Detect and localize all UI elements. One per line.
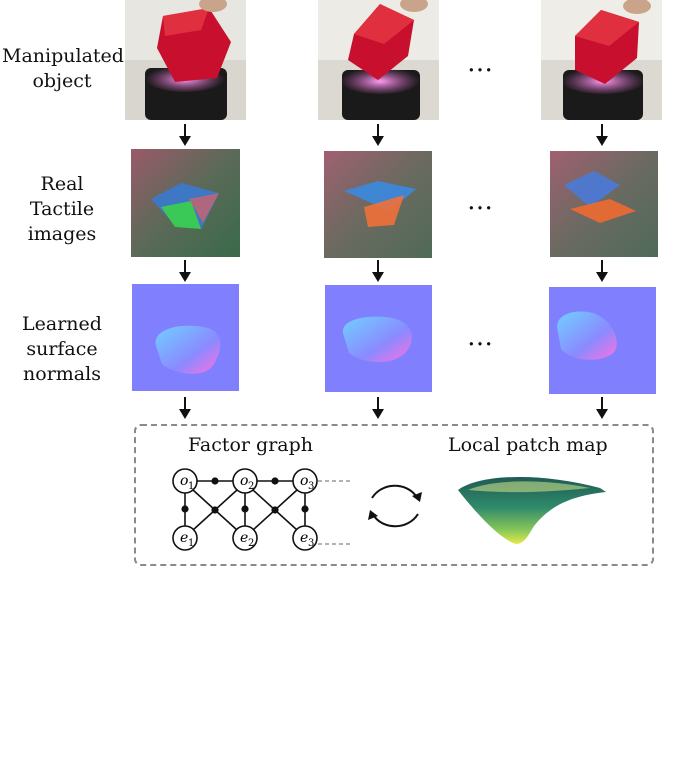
down-arrow-icon bbox=[372, 397, 384, 419]
ellipsis-row-3: … bbox=[467, 322, 495, 352]
normals-image-3 bbox=[549, 287, 656, 394]
svg-text:3: 3 bbox=[308, 538, 314, 549]
down-arrow-icon bbox=[596, 397, 608, 419]
factor-graph-title: Factor graph bbox=[188, 434, 314, 456]
svg-text:2: 2 bbox=[248, 481, 254, 492]
svg-text:o: o bbox=[240, 473, 248, 489]
object-photo-2 bbox=[318, 0, 439, 120]
normals-image-1 bbox=[132, 284, 239, 391]
ellipsis-row-2: … bbox=[467, 186, 495, 216]
tactile-image-3 bbox=[550, 151, 658, 257]
patch-map-title: Local patch map bbox=[448, 434, 608, 456]
normals-image-2 bbox=[325, 285, 432, 392]
tactile-image-2 bbox=[324, 151, 432, 258]
graph-node-e3: e 3 bbox=[292, 525, 318, 551]
graph-node-e2: e 2 bbox=[232, 525, 258, 551]
down-arrow-icon bbox=[179, 260, 191, 282]
svg-text:1: 1 bbox=[188, 538, 194, 549]
svg-text:e: e bbox=[240, 530, 248, 546]
graph-node-o1: o 1 bbox=[172, 468, 198, 494]
svg-text:e: e bbox=[180, 530, 188, 546]
object-photo-3 bbox=[541, 0, 662, 120]
svg-text:o: o bbox=[180, 473, 188, 489]
graph-node-o3: o 3 bbox=[292, 468, 318, 494]
factor-graph-diagram: o 1 o 2 o 3 e 1 e 2 e 3 bbox=[172, 468, 350, 551]
down-arrow-icon bbox=[179, 397, 191, 419]
row-label-real-tactile-images: Real Tactile images bbox=[27, 173, 97, 245]
graph-node-o2: o 2 bbox=[232, 468, 258, 494]
down-arrow-icon bbox=[596, 124, 608, 146]
svg-text:1: 1 bbox=[188, 481, 194, 492]
svg-text:3: 3 bbox=[308, 481, 314, 492]
factor-graph-patch-map-panel bbox=[134, 424, 654, 566]
down-arrow-icon bbox=[372, 260, 384, 282]
down-arrow-icon bbox=[179, 124, 191, 146]
graph-node-e1: e 1 bbox=[172, 525, 198, 551]
cycle-arrows-icon bbox=[368, 484, 422, 528]
tactile-image-1 bbox=[131, 149, 240, 257]
down-arrow-icon bbox=[596, 260, 608, 282]
ellipsis-row-1: … bbox=[467, 48, 495, 78]
object-photo-1 bbox=[125, 0, 246, 120]
patch-map-surface bbox=[458, 476, 606, 544]
down-arrow-icon bbox=[372, 124, 384, 146]
svg-text:e: e bbox=[300, 530, 308, 546]
row-label-learned-surface-normals: Learned surface normals bbox=[22, 313, 102, 385]
svg-text:2: 2 bbox=[248, 538, 254, 549]
svg-text:o: o bbox=[300, 473, 308, 489]
row-label-manipulated-object: Manipulated object bbox=[2, 45, 124, 92]
